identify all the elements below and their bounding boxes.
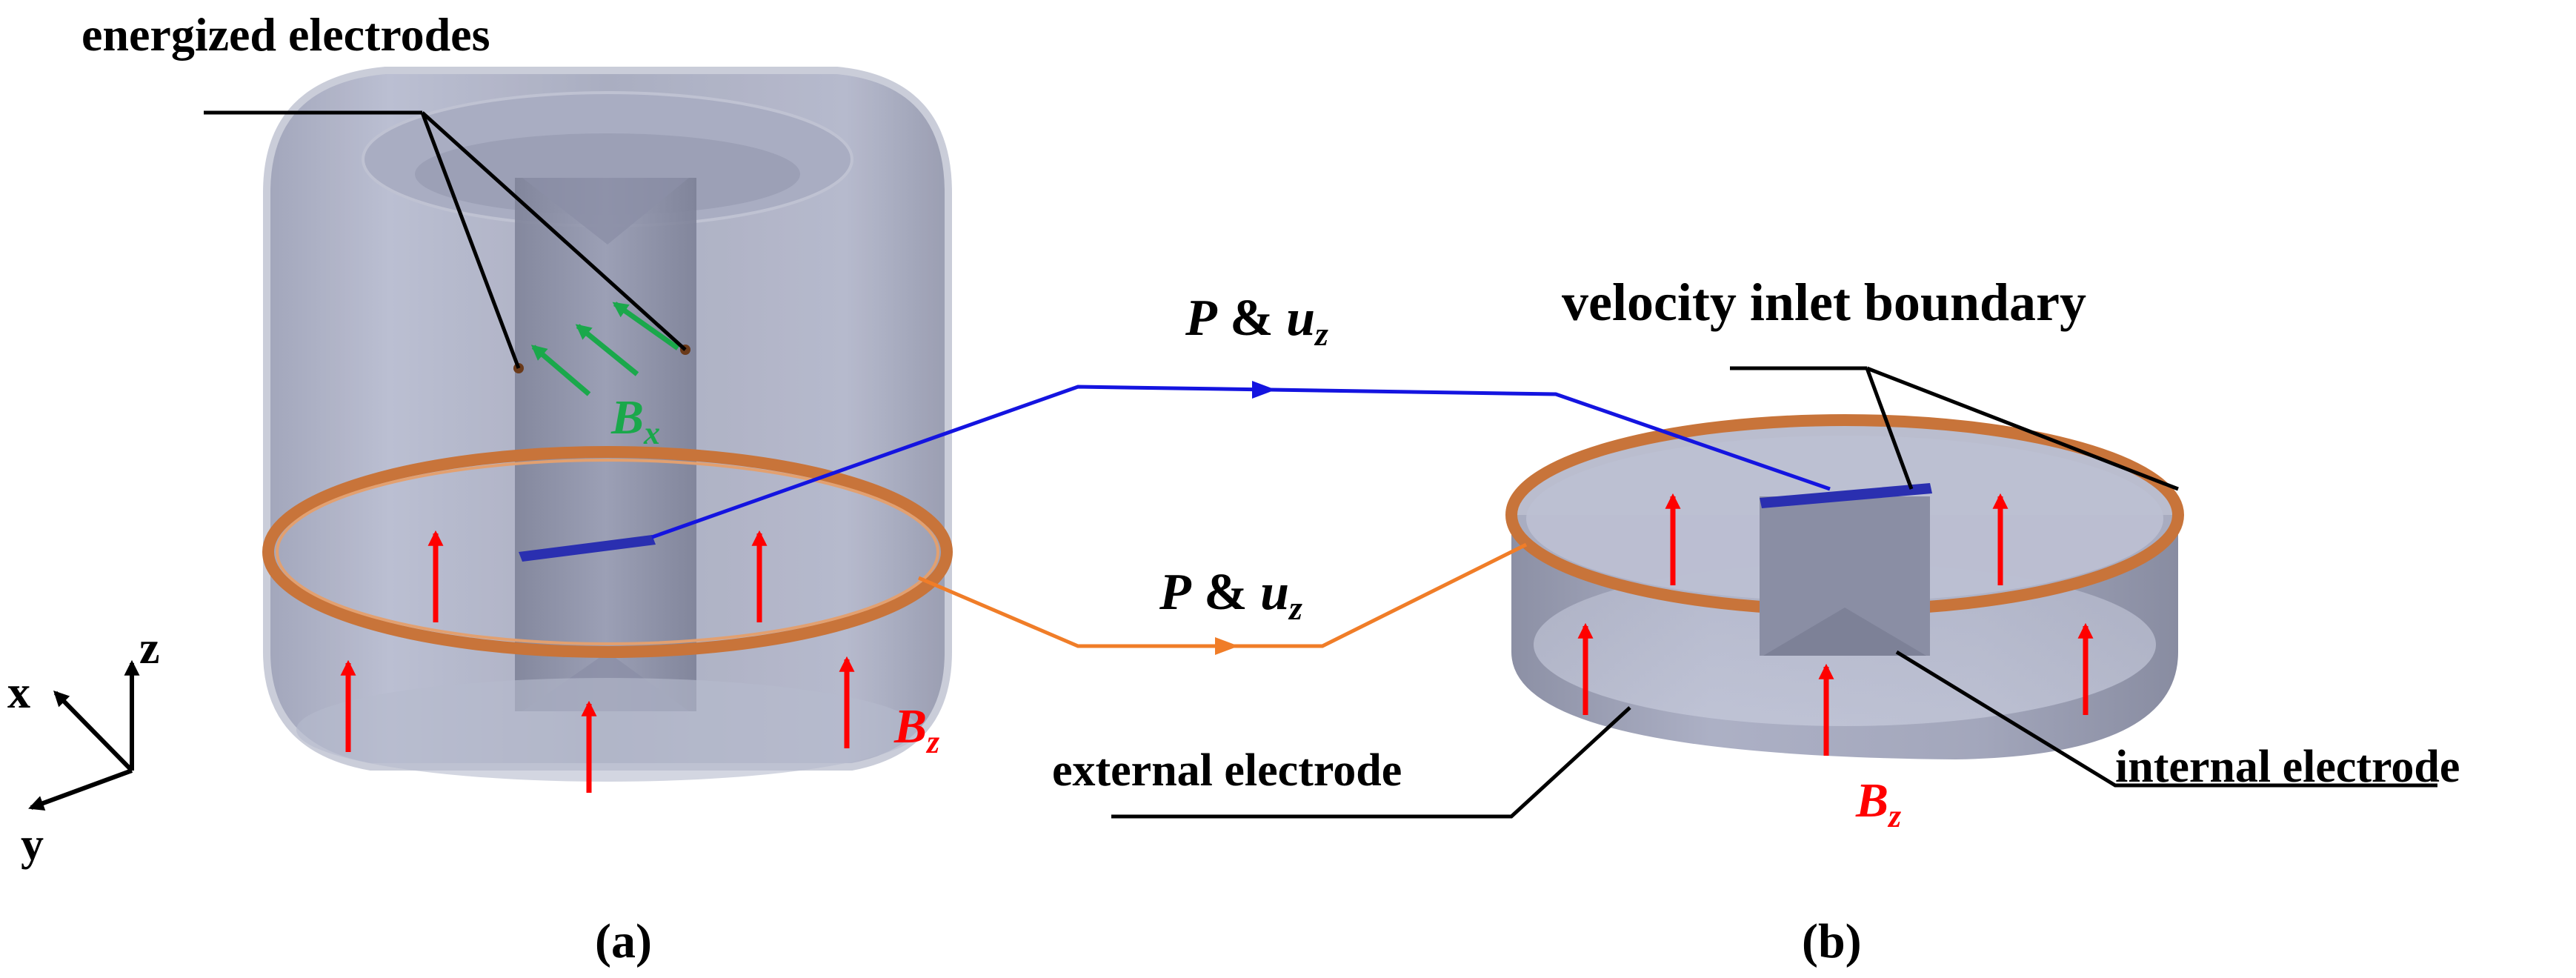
label-bz-b: Bz <box>1855 774 1901 834</box>
coupling-top-main: P <box>1185 290 1218 347</box>
coupling-top-sub: z <box>1314 315 1328 353</box>
coupling-bottom-main: P <box>1159 564 1192 621</box>
leader-inlet-left <box>1865 367 1914 490</box>
bx-arrow-2 <box>575 324 639 376</box>
vessel-b-core-cone <box>1763 608 1926 656</box>
bz-b-main: B <box>1855 774 1888 828</box>
field-x-arrows <box>530 302 680 396</box>
bz-a-main: B <box>893 699 927 754</box>
label-panel-b: (b) <box>1802 914 1862 968</box>
label-bx: Bx <box>610 390 660 451</box>
link-top-arrowhead <box>1252 381 1276 399</box>
coupling-bottom-var: u <box>1260 564 1289 621</box>
vessel-a-ring-inner <box>276 459 939 645</box>
bz-a-sub: z <box>925 724 939 760</box>
axis-triad <box>28 659 140 811</box>
label-energized-electrodes: energized electrodes <box>81 8 490 61</box>
axis-z-label: z <box>139 623 160 673</box>
label-panel-a: (a) <box>595 914 652 968</box>
coupling-bottom-amp: & <box>1191 564 1260 621</box>
bx-sub: x <box>643 415 660 451</box>
label-external-electrode: external electrode <box>1052 745 1402 796</box>
coupling-top-amp: & <box>1217 290 1286 347</box>
leader-lines <box>204 110 2437 819</box>
bz-b-sub: z <box>1887 798 1901 834</box>
vessel-a-core <box>515 178 696 711</box>
coupling-top-var: u <box>1286 290 1315 347</box>
coupling-bottom-sub: z <box>1288 589 1302 627</box>
leader-inlet-right <box>1866 366 2179 491</box>
link-top <box>651 385 1831 539</box>
axis-x-line <box>53 691 134 773</box>
label-velocity-inlet: velocity inlet boundary <box>1562 273 2086 332</box>
bx-arrow-3 <box>612 302 680 350</box>
axis-y-line <box>28 768 133 811</box>
vessel-a-bottom-shadow <box>296 678 919 782</box>
link-bottom <box>918 542 1528 648</box>
leader-energized-left <box>420 112 521 369</box>
field-z-arrows-a <box>340 530 855 793</box>
axis-y-label: y <box>21 819 44 870</box>
bx-main: B <box>610 390 644 445</box>
label-coupling-top: P & uz <box>1185 290 1328 353</box>
vessel-a-core-cone-top <box>522 178 689 245</box>
vessel-b <box>1505 414 2184 759</box>
bx-arrow-1 <box>530 345 591 396</box>
vessel-b-inlet-strip <box>1760 483 1932 508</box>
label-coupling-bottom: P & uz <box>1159 564 1302 627</box>
vessel-a-ring <box>262 446 953 658</box>
label-internal-electrode: internal electrode <box>2115 742 2460 792</box>
field-z-arrows-b <box>1577 493 2094 756</box>
axis-x-label: x <box>7 668 30 718</box>
leader-internal <box>1895 650 2437 788</box>
leader-external <box>1111 706 1631 819</box>
vessel-a-inlet-strip <box>519 535 656 562</box>
leader-energized-right <box>421 111 687 351</box>
label-bz-a: Bz <box>893 699 939 760</box>
link-bottom-arrowhead <box>1215 637 1239 655</box>
